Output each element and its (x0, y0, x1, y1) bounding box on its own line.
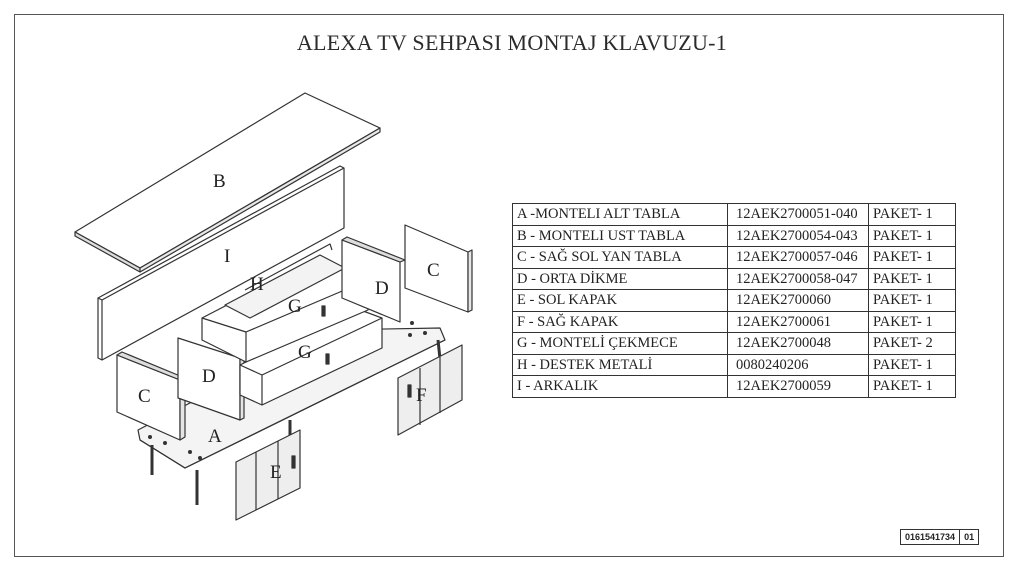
part-package: PAKET- 1 (868, 203, 956, 226)
part-code: 12AEK2700061 (727, 310, 869, 333)
part-i-back-panel (97, 165, 345, 361)
part-code: 12AEK2700051-040 (727, 203, 869, 226)
part-code: 0080240206 (727, 353, 869, 376)
part-name: H - DESTEK METALİ (512, 353, 728, 376)
part-c-right-side-panel (404, 224, 473, 313)
part-name: A -MONTELI ALT TABLA (512, 203, 728, 226)
part-name: C - SAĞ SOL YAN TABLA (512, 246, 728, 269)
label-d-left: D (202, 366, 216, 387)
part-b-top-panel (74, 92, 381, 273)
part-package: PAKET- 1 (868, 289, 956, 312)
part-package: PAKET- 1 (868, 224, 956, 247)
label-i: I (224, 246, 230, 267)
label-c-right: C (427, 260, 440, 281)
part-package: PAKET- 1 (868, 310, 956, 333)
part-g-drawer-upper (201, 254, 369, 363)
document-number: 0161541734 (899, 529, 961, 545)
part-code: 12AEK2700060 (727, 289, 869, 312)
label-f: F (416, 385, 427, 406)
part-code: 12AEK2700057-046 (727, 246, 869, 269)
label-a: A (208, 426, 222, 447)
label-g-lower: G (298, 342, 312, 363)
part-name: G - MONTELİ ÇEKMECE (512, 332, 728, 355)
part-name: B - MONTELI UST TABLA (512, 224, 728, 247)
part-code: 12AEK2700059 (727, 375, 869, 398)
label-g-upper: G (288, 296, 302, 317)
part-package: PAKET- 1 (868, 353, 956, 376)
sheet-number: 01 (959, 529, 980, 545)
part-e-left-door (235, 429, 301, 521)
part-package: PAKET- 1 (868, 375, 956, 398)
label-d-right: D (375, 278, 389, 299)
drawing-frame (14, 14, 1004, 557)
part-f-right-door (397, 344, 463, 436)
part-c-left-side-panel (116, 351, 186, 441)
part-package: PAKET- 1 (868, 246, 956, 269)
label-b: B (213, 171, 226, 192)
label-c-left: C (138, 386, 151, 407)
document-id-box: 0161541734 01 (899, 529, 980, 545)
part-code: 12AEK2700058-047 (727, 267, 869, 290)
part-package: PAKET- 2 (868, 332, 956, 355)
part-name: F - SAĞ KAPAK (512, 310, 728, 333)
part-name: D - ORTA DİKME (512, 267, 728, 290)
label-e: E (270, 462, 282, 483)
part-name: I - ARKALIK (512, 375, 728, 398)
part-name: E - SOL KAPAK (512, 289, 728, 312)
part-code: 12AEK2700048 (727, 332, 869, 355)
part-code: 12AEK2700054-043 (727, 224, 869, 247)
page-title: ALEXA TV SEHPASI MONTAJ KLAVUZU-1 (296, 30, 728, 55)
part-h-support-metal (244, 243, 333, 291)
label-h: H (250, 274, 264, 295)
part-package: PAKET- 1 (868, 267, 956, 290)
